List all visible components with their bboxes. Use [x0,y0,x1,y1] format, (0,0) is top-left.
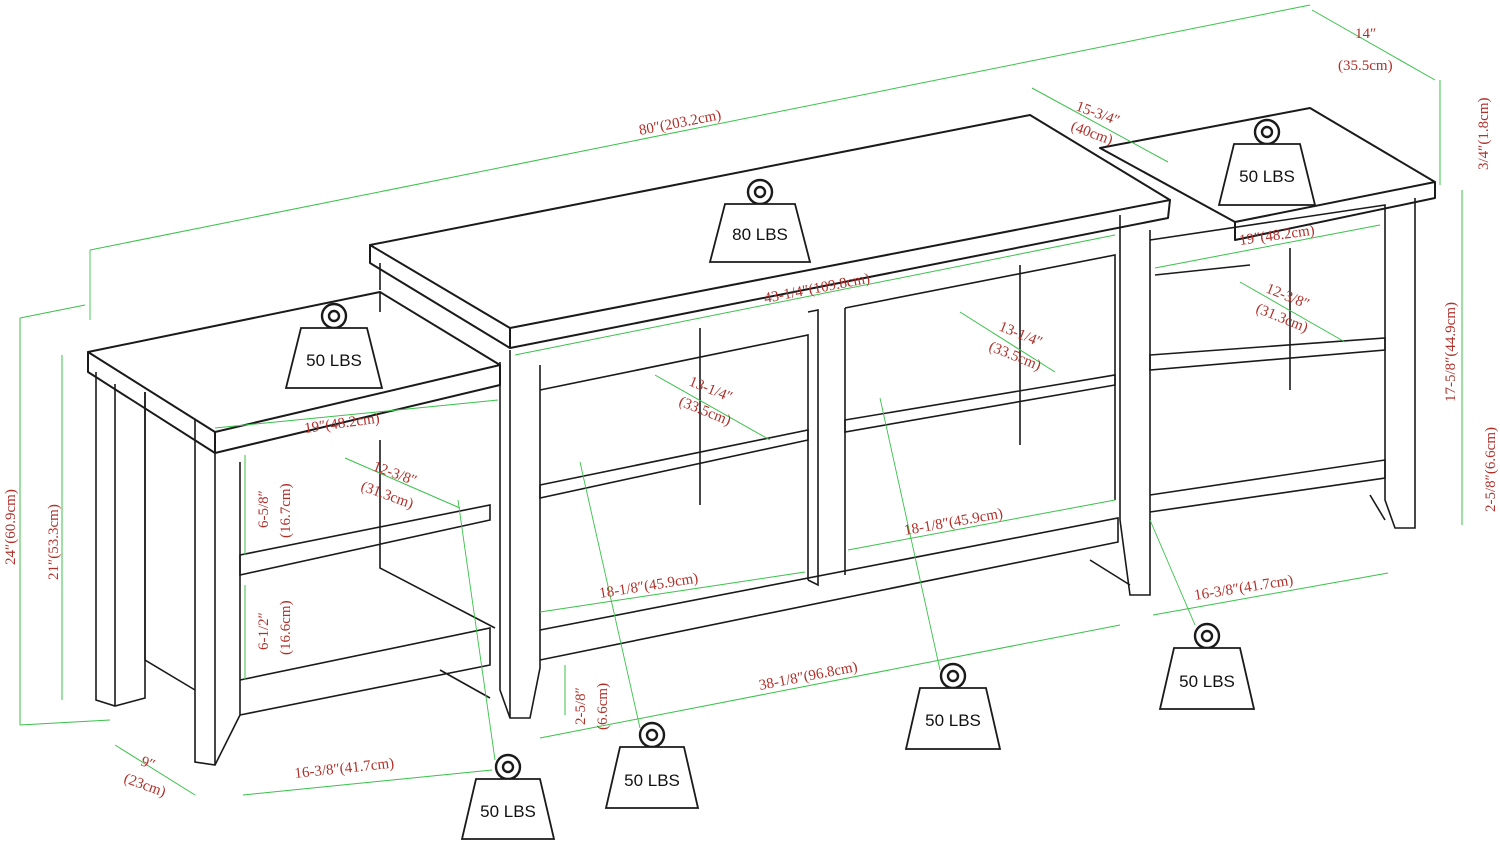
dimension-lines [19,4,1463,796]
weight-icon: 50 LBS [604,721,700,809]
weight-icon: 50 LBS [284,302,384,389]
right-side-unit [1099,107,1436,529]
side-depth-cm-label: (23cm) [122,771,168,801]
center-right-shelf-width-label: 18-1/8″(45.9cm) [903,506,1004,539]
weight-icon: 50 LBS [1217,118,1317,206]
center-left-shelf-width-label: 18-1/8″(45.9cm) [598,571,699,602]
overall-depth-label: 14″ [1355,26,1376,42]
weight-icon: 50 LBS [460,753,556,840]
overall-height-label: 24″(60.9cm) [3,489,19,565]
center-right-bottom-weight-label: 50 LBS [925,711,981,730]
center-left-bottom-weight-label: 50 LBS [624,771,680,790]
left-upper-opening-cm-label: (16.7cm) [278,483,294,538]
side-depth-label: 9″ [139,754,157,774]
right-interior-height-label: 17-5/8″(44.9cm) [1443,302,1459,402]
overall-width-label: 80″(203.2cm) [638,107,723,139]
left-top-weight-label: 50 LBS [306,351,362,370]
top-thickness-label: 3/4″(1.8cm) [1476,98,1492,170]
weight-icon: 50 LBS [1158,622,1256,710]
left-lower-opening-cm-label: (16.6cm) [278,600,294,655]
center-clearance-cm-label: (6.6cm) [595,683,611,730]
weight-icon: 50 LBS [904,662,1002,750]
right-top-weight-label: 50 LBS [1239,167,1295,186]
weight-capacity-markers: 80 LBS 50 LBS 50 LBS 50 LBS 50 LBS 50 LB… [284,118,1317,840]
right-bottom-weight-label: 50 LBS [1179,672,1235,691]
left-lower-opening-label: 6-1/2″ [256,612,272,650]
center-unit [369,114,1171,719]
weight-icon: 80 LBS [708,178,812,263]
left-side-unit [87,291,501,766]
overall-depth-cm-label: (35.5cm) [1338,58,1393,74]
left-upper-opening-label: 6-5/8″ [256,490,272,528]
center-top-weight-label: 80 LBS [732,225,788,244]
side-height-label: 21″(53.3cm) [46,504,62,580]
right-clearance-label: 2-5/8″(6.6cm) [1483,427,1499,512]
center-bottom-width-label: 38-1/8″(96.8cm) [758,659,859,694]
tv-stand-drawing [87,107,1436,766]
center-clearance-label: 2-5/8″ [573,687,589,725]
left-shelf-width-label: 16-3/8″(41.7cm) [294,756,395,782]
left-top-width-label: 19″(48.2cm) [303,411,380,437]
left-bottom-weight-label: 50 LBS [480,802,536,821]
